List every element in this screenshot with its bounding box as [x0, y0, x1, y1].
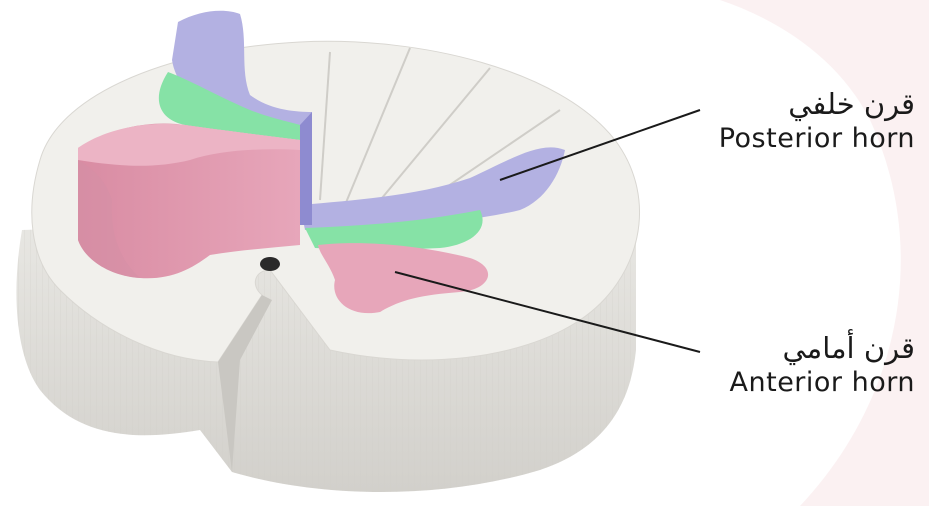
background-watermark: [720, 0, 929, 506]
central-canal: [260, 257, 280, 271]
posterior-horn-label-arabic: قرن خلفي: [719, 86, 915, 122]
anterior-horn-label-arabic: قرن أمامي: [730, 330, 915, 366]
anterior-horn-label-english: Anterior horn: [730, 366, 915, 400]
posterior-horn-label-english: Posterior horn: [719, 122, 915, 156]
anterior-horn-label: قرن أمامي Anterior horn: [730, 330, 915, 400]
posterior-horn-label: قرن خلفي Posterior horn: [719, 86, 915, 156]
